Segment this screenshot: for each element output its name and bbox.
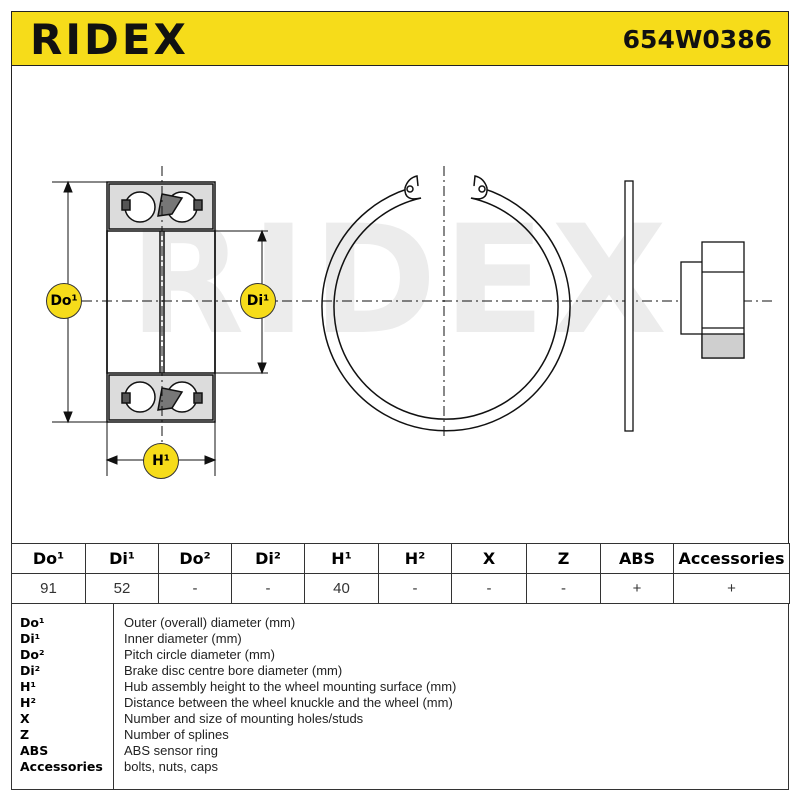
legend-code: Do¹ bbox=[20, 615, 45, 630]
table-cell: - bbox=[378, 573, 452, 604]
legend-code: X bbox=[20, 711, 30, 726]
legend-description: Brake disc centre bore diameter (mm) bbox=[124, 663, 343, 678]
legend-code: Do² bbox=[20, 647, 45, 662]
legend-code: Accessories bbox=[20, 759, 103, 774]
legend-description: Number and size of mounting holes/studs bbox=[124, 711, 364, 726]
legend-item: Di² Brake disc centre bore diameter (mm) bbox=[12, 663, 788, 679]
legend-code: H¹ bbox=[20, 679, 36, 694]
legend-item: Accessories bolts, nuts, caps bbox=[12, 759, 788, 775]
table-cell: 52 bbox=[85, 573, 159, 604]
table-cell: 40 bbox=[304, 573, 379, 604]
table-header-cell: H¹ bbox=[304, 543, 379, 574]
legend-description: Number of splines bbox=[124, 727, 229, 742]
watermark-logo: RIDEX bbox=[129, 194, 673, 368]
brand-logo: RIDEX bbox=[30, 15, 189, 64]
bearing-cross-section bbox=[106, 181, 216, 423]
table-header-cell: Z bbox=[526, 543, 601, 574]
dimension-tag-do: Do¹ bbox=[46, 283, 82, 319]
legend-description: ABS sensor ring bbox=[124, 743, 218, 758]
legend-item: H² Distance between the wheel knuckle an… bbox=[12, 695, 788, 711]
legend-divider bbox=[113, 604, 114, 789]
circlip-ring bbox=[321, 166, 571, 436]
legend-item: Di¹ Inner diameter (mm) bbox=[12, 631, 788, 647]
table-header-cell: X bbox=[451, 543, 527, 574]
table-header-cell: Di² bbox=[231, 543, 305, 574]
legend-item: X Number and size of mounting holes/stud… bbox=[12, 711, 788, 727]
table-cell: + bbox=[600, 573, 674, 604]
legend-code: H² bbox=[20, 695, 36, 710]
legend-description: Distance between the wheel knuckle and t… bbox=[124, 695, 453, 710]
table-row: 91 52 - - 40 - - - + + bbox=[11, 573, 790, 604]
legend-item: H¹ Hub assembly height to the wheel moun… bbox=[12, 679, 788, 695]
dimension-tag-di: Di¹ bbox=[240, 283, 276, 319]
table-cell: - bbox=[526, 573, 601, 604]
legend-description: Pitch circle diameter (mm) bbox=[124, 647, 275, 662]
table-header-cell: Accessories bbox=[673, 543, 790, 574]
table-cell: + bbox=[673, 573, 790, 604]
table-cell: - bbox=[231, 573, 305, 604]
legend-code: Di¹ bbox=[20, 631, 41, 646]
legend-item: Do² Pitch circle diameter (mm) bbox=[12, 647, 788, 663]
header-bar: RIDEX 654W0386 bbox=[11, 11, 789, 66]
table-header-cell: Do¹ bbox=[11, 543, 86, 574]
legend-code: Di² bbox=[20, 663, 41, 678]
legend-code: ABS bbox=[20, 743, 49, 758]
legend-panel: Do¹ Outer (overall) diameter (mm) Di¹ In… bbox=[11, 604, 789, 790]
legend-item: Z Number of splines bbox=[12, 727, 788, 743]
table-cell: 91 bbox=[11, 573, 86, 604]
table-header-cell: H² bbox=[378, 543, 452, 574]
legend-item: Do¹ Outer (overall) diameter (mm) bbox=[12, 615, 788, 631]
circlip-side-view bbox=[624, 180, 634, 432]
table-header-cell: Di¹ bbox=[85, 543, 159, 574]
legend-description: Outer (overall) diameter (mm) bbox=[124, 615, 296, 630]
legend-description: Hub assembly height to the wheel mountin… bbox=[124, 679, 457, 694]
table-header-row: Do¹ Di¹ Do² Di² H¹ H² X Z ABS Accessorie… bbox=[11, 543, 790, 574]
hex-nut bbox=[680, 241, 745, 359]
technical-drawing: RIDEX bbox=[11, 66, 789, 544]
table-cell: - bbox=[451, 573, 527, 604]
drawing-canvas: RIDEX bbox=[52, 166, 772, 476]
legend-description: Inner diameter (mm) bbox=[124, 631, 242, 646]
legend-item: ABS ABS sensor ring bbox=[12, 743, 788, 759]
dimension-tag-h: H¹ bbox=[143, 443, 179, 479]
legend-code: Z bbox=[20, 727, 30, 742]
table-cell: - bbox=[158, 573, 232, 604]
part-number: 654W0386 bbox=[622, 25, 772, 54]
table-header-cell: Do² bbox=[158, 543, 232, 574]
table-header-cell: ABS bbox=[600, 543, 674, 574]
legend-description: bolts, nuts, caps bbox=[124, 759, 218, 774]
specification-table: Do¹ Di¹ Do² Di² H¹ H² X Z ABS Accessorie… bbox=[11, 543, 790, 604]
